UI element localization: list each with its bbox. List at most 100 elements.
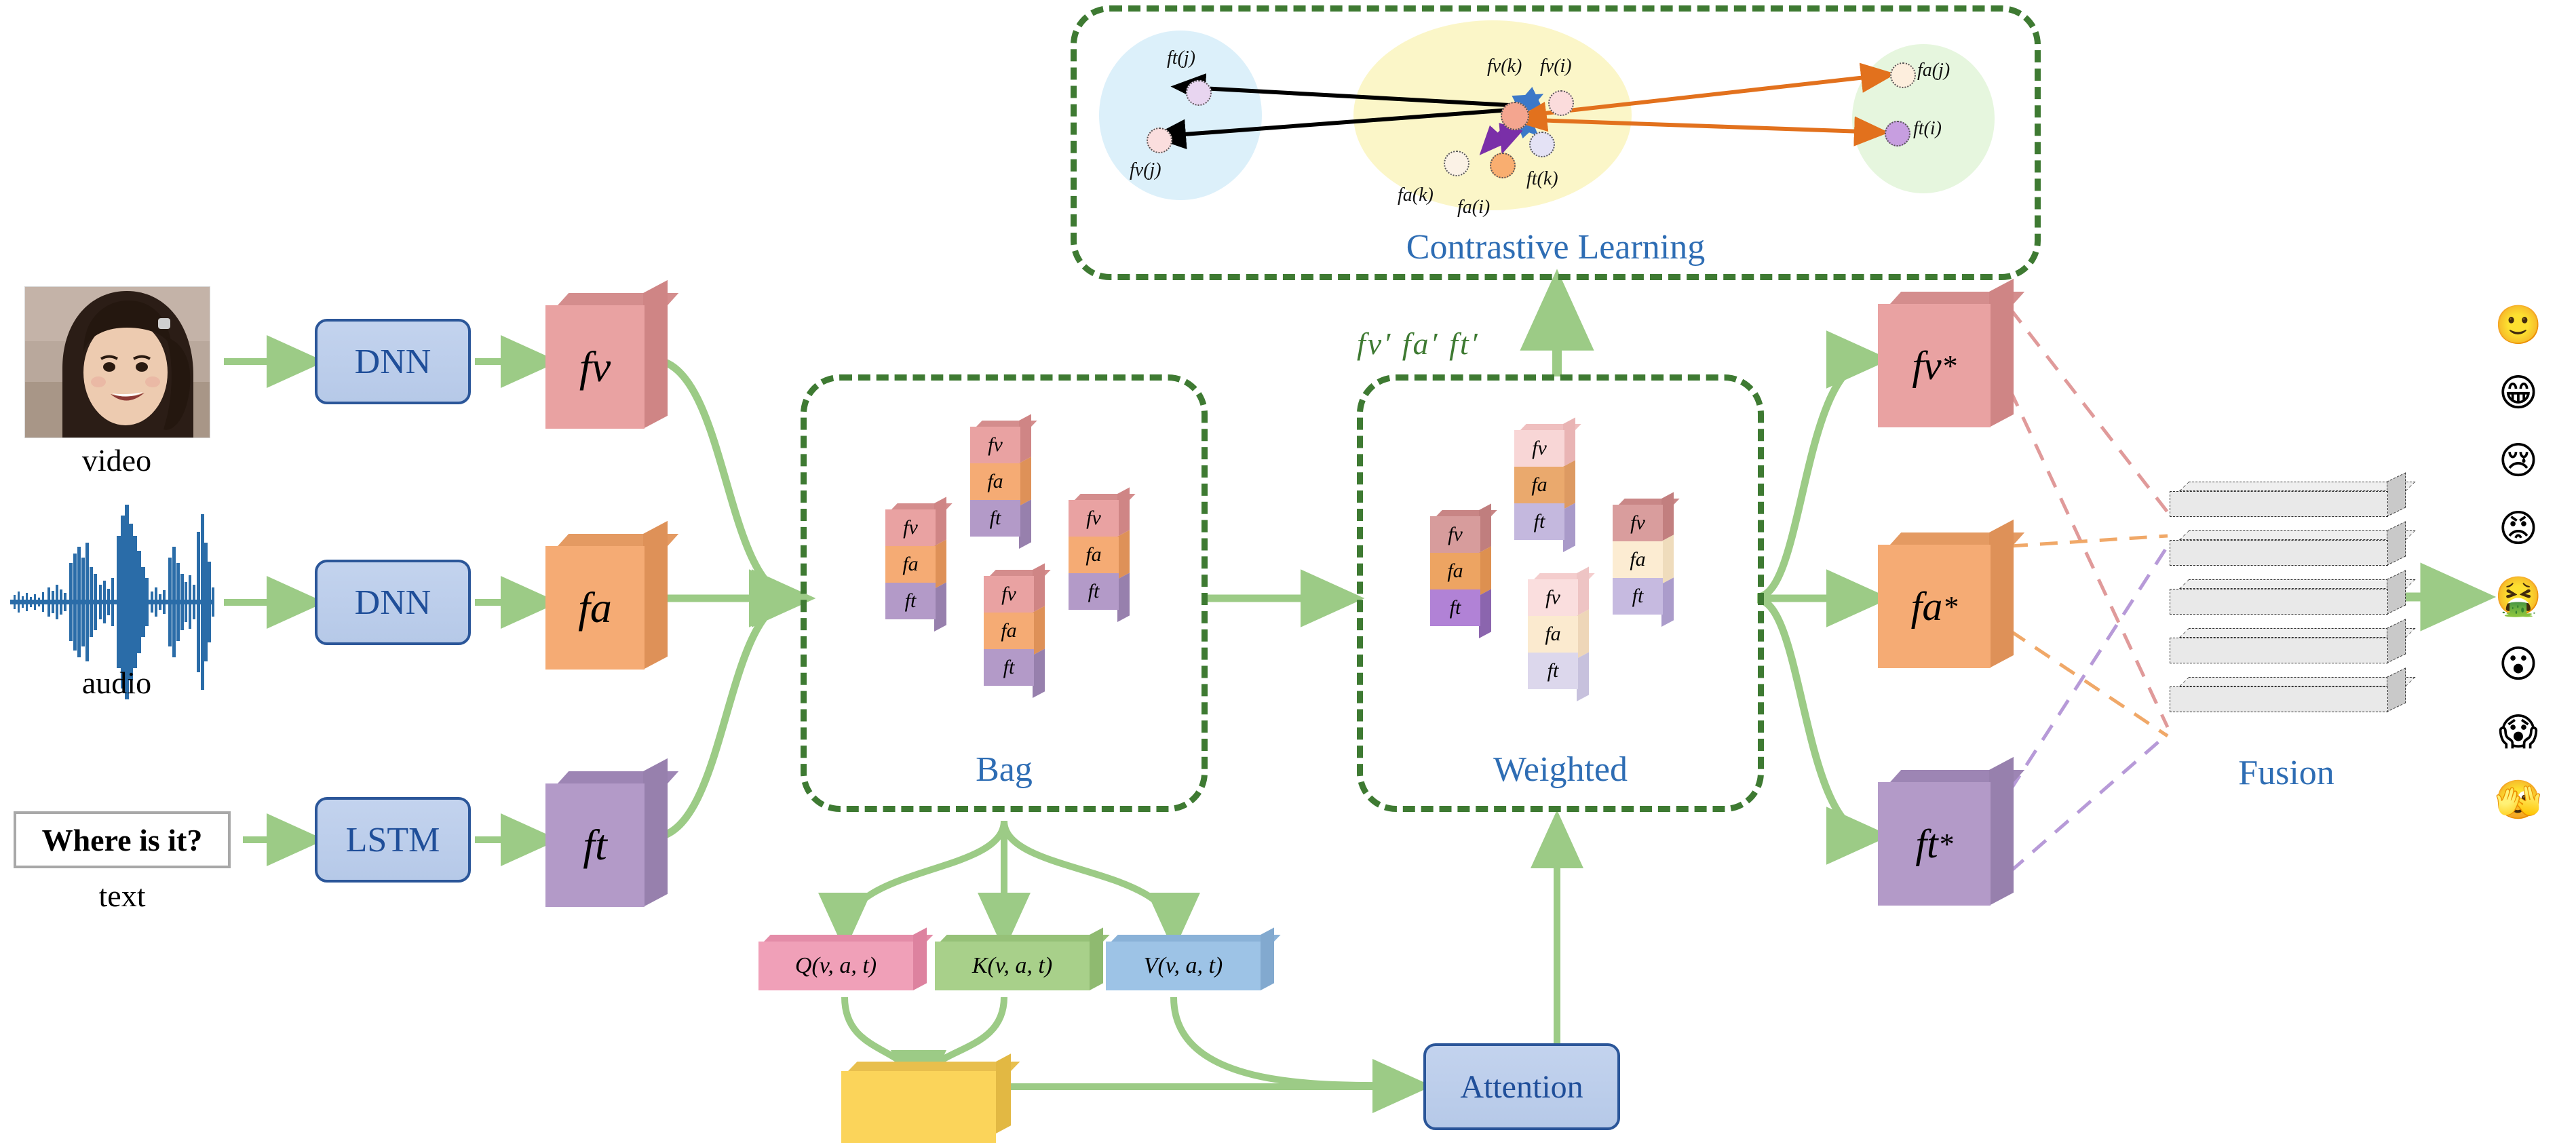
chip-label: fv (1430, 516, 1480, 553)
weighted-stack-2: fv fa ft (1514, 417, 1581, 553)
point-ft-j-label: ft(j) (1167, 47, 1195, 69)
weighted-stack-3: fv fa ft (1528, 566, 1595, 702)
point-ft-i (1885, 121, 1910, 147)
bag-to-qkv-arrows (818, 820, 1200, 952)
qkv-v-box[interactable]: V(v, a, t) (1106, 927, 1281, 997)
encoder-video-dnn[interactable]: DNN (315, 319, 471, 404)
audio-caption: audio (81, 665, 152, 700)
chip-label: fv (1613, 505, 1663, 541)
starred-feature-ft: ft* (1878, 756, 2025, 906)
output-emoji-surprise: 😮 (2498, 642, 2539, 686)
encoder-text-lstm[interactable]: LSTM (315, 797, 471, 883)
chip-label: fv (1514, 430, 1564, 467)
bag-stack-1: fv fa ft (885, 497, 953, 632)
face-photo-icon (25, 287, 210, 438)
chip-label: fa (984, 613, 1034, 649)
chip-label: fa (970, 463, 1020, 500)
fusion-layer-5 (2170, 667, 2416, 712)
point-fv-j-label: fv(j) (1130, 159, 1161, 180)
chip-label: fv (1069, 500, 1119, 537)
weighted-to-starred-arrows (1756, 330, 1891, 865)
feature-cube-fa-label: fa (545, 546, 645, 670)
qkv-v-label: V(v, a, t) (1106, 942, 1261, 990)
point-ft-k-label: ft(k) (1526, 168, 1558, 189)
attention-module[interactable]: Attention (1423, 1043, 1620, 1130)
attention-score-block (841, 1053, 1020, 1143)
feature-cube-ft: ft (545, 758, 679, 907)
feature-cube-fv: fv (545, 279, 679, 429)
chip-label: fa (885, 546, 936, 583)
weighted-stack-1: fv fa ft (1430, 503, 1497, 639)
fusion-layer-2 (2170, 521, 2416, 566)
chip-label: ft (1430, 589, 1480, 626)
chip-label: ft (1514, 503, 1564, 540)
video-caption: video (81, 443, 152, 478)
point-fv-k (1501, 102, 1529, 130)
contrastive-title: Contrastive Learning (1406, 228, 1706, 267)
weighted-title: Weighted (1493, 750, 1628, 789)
chip-label: fa (1613, 541, 1663, 578)
chip-label: ft (1069, 573, 1119, 610)
cluster-yellow-ellipse (1353, 20, 1632, 210)
text-caption: text (98, 878, 146, 913)
qkv-q-box[interactable]: Q(v, a, t) (758, 927, 934, 997)
point-fa-k (1444, 151, 1469, 176)
weighted-panel (1357, 374, 1764, 812)
qkv-k-box[interactable]: K(v, a, t) (935, 927, 1110, 997)
contrastive-negative-arrows (1151, 73, 1510, 149)
bag-title: Bag (976, 750, 1033, 789)
starred-feature-fa-label: fa (1910, 583, 1943, 629)
point-fv-k-label: fv(k) (1487, 56, 1522, 77)
point-fa-j-label: fa(j) (1917, 60, 1950, 81)
point-fa-i-label: fa(i) (1457, 197, 1491, 218)
chip-label: fv (970, 427, 1020, 463)
chip-label: fa (1069, 537, 1119, 573)
output-emoji-sad: 😢 (2498, 439, 2539, 483)
output-emoji-disgust: 🤮 (2495, 575, 2542, 619)
text-input-box[interactable]: Where is it? (14, 811, 231, 868)
bag-stack-2: fv fa ft (970, 414, 1037, 549)
chip-label: ft (1613, 578, 1663, 615)
point-ft-j (1186, 80, 1212, 106)
starred-feature-fv: fv* (1878, 278, 2025, 427)
feature-cube-fa: fa (545, 520, 679, 670)
point-fa-j (1890, 62, 1916, 88)
starred-feature-ft-sup: * (1938, 827, 1953, 861)
bag-stack-4: fv fa ft (1069, 487, 1136, 623)
output-emoji-happy: 😁 (2498, 371, 2539, 415)
point-fv-i-label: fv(i) (1540, 56, 1572, 77)
chip-label: ft (970, 500, 1020, 537)
video-thumbnail (24, 286, 210, 438)
chip-label: fv (1528, 579, 1578, 616)
point-fv-i (1548, 90, 1574, 116)
chip-label: fa (1430, 553, 1480, 589)
weighted-stack-4: fv fa ft (1613, 492, 1680, 627)
fusion-link-lines (2008, 307, 2170, 873)
fusion-layer-3 (2170, 570, 2416, 615)
audio-waveform-icon (10, 505, 214, 699)
bag-panel (801, 374, 1208, 812)
arrow-v-to-attention (1170, 996, 1431, 1112)
point-fv-j (1147, 128, 1172, 153)
qkv-k-label: K(v, a, t) (935, 942, 1090, 990)
starred-feature-fa: fa* (1878, 519, 2025, 668)
feature-cube-fv-label: fv (545, 305, 645, 429)
prime-features-label: fv′ fa′ ft′ (1357, 326, 1480, 361)
fusion-layer-4 (2170, 619, 2416, 663)
chip-label: ft (885, 583, 936, 619)
point-ft-k (1529, 132, 1555, 157)
starred-feature-ft-label: ft (1915, 821, 1938, 866)
fusion-title: Fusion (2238, 754, 2334, 792)
chip-label: fa (1528, 616, 1578, 653)
feature-cube-ft-label: ft (545, 783, 645, 907)
contrastive-panel (1071, 5, 2041, 280)
bag-stack-3: fv fa ft (984, 563, 1051, 699)
output-emoji-fear: 😱 (2498, 710, 2539, 754)
output-emoji-neutral: 🙂 (2495, 303, 2542, 347)
starred-feature-fa-sup: * (1942, 589, 1958, 623)
starred-feature-fv-label: fv (1912, 343, 1942, 388)
point-fa-k-label: fa(k) (1398, 185, 1434, 206)
encoder-audio-dnn[interactable]: DNN (315, 560, 471, 645)
